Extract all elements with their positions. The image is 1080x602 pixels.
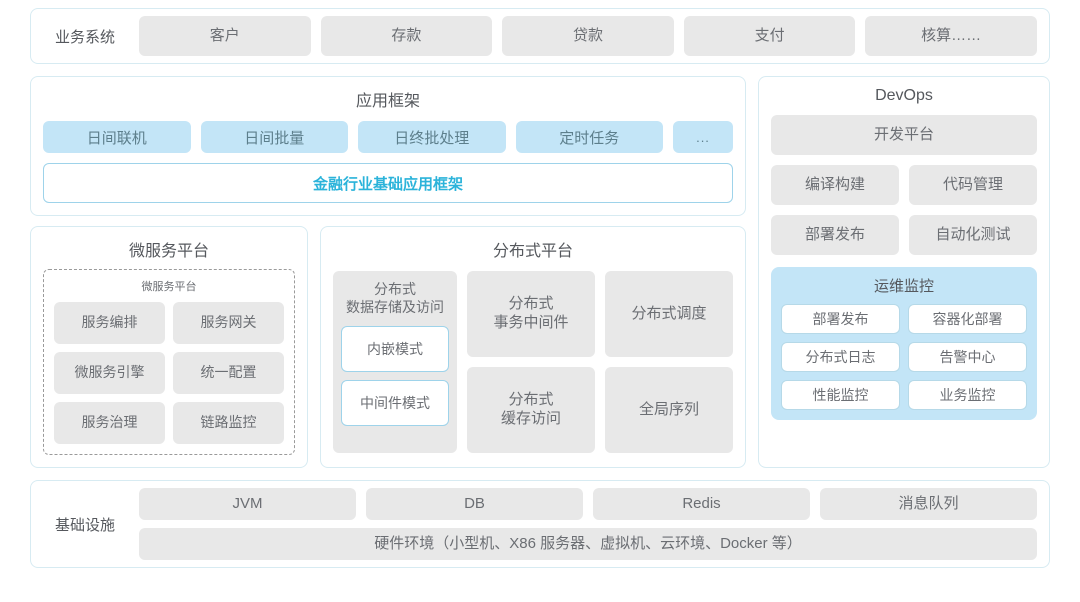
business-system-label: 业务系统 (54, 28, 115, 46)
application-framework-panel: 应用框架 日间联机 日间批量 日终批处理 定时任务 ... 金融行业基础应用框架 (30, 76, 746, 216)
devops-tile-code-management[interactable]: 代码管理 (909, 165, 1037, 205)
distributed-tile-scheduling[interactable]: 分布式调度 (605, 271, 733, 357)
infrastructure-tile-db[interactable]: DB (366, 488, 583, 520)
appfw-tile-daytime-online[interactable]: 日间联机 (43, 121, 191, 153)
microservice-tile-governance[interactable]: 服务治理 (54, 402, 165, 444)
appfw-tile-daytime-batch[interactable]: 日间批量 (200, 121, 348, 153)
microservice-platform-title: 微服务平台 (128, 243, 209, 260)
infrastructure-label: 基础设施 (54, 516, 115, 534)
microservice-inner-box: 微服务平台 服务编排 服务网关 微服务引擎 统一配置 服务治理 链路监控 (43, 269, 295, 455)
microservice-inner-title: 微服务平台 (141, 281, 197, 293)
ops-tile-alert-center[interactable]: 告警中心 (908, 342, 1027, 372)
distributed-middle-column: 分布式 事务中间件 分布式 缓存访问 (467, 271, 595, 453)
distributed-storage-column: 分布式 数据存储及访问 内嵌模式 中间件模式 (333, 271, 457, 453)
business-tile-loan[interactable]: 贷款 (502, 16, 674, 56)
ops-tile-distributed-logging[interactable]: 分布式日志 (781, 342, 900, 372)
platform-column: 应用框架 日间联机 日间批量 日终批处理 定时任务 ... 金融行业基础应用框架… (30, 76, 746, 468)
distributed-right-column: 分布式调度 全局序列 (605, 271, 733, 453)
business-tile-accounting[interactable]: 核算…… (865, 16, 1037, 56)
ops-tile-performance-monitoring[interactable]: 性能监控 (781, 380, 900, 410)
devops-panel: DevOps 开发平台 编译构建 代码管理 部署发布 自动化测试 运维监控 部署… (758, 76, 1050, 468)
lower-platform-row: 微服务平台 微服务平台 服务编排 服务网关 微服务引擎 统一配置 服务治理 链路… (30, 226, 746, 468)
distributed-tile-cache-access[interactable]: 分布式 缓存访问 (467, 367, 595, 453)
distributed-body: 分布式 数据存储及访问 内嵌模式 中间件模式 分布式 事务中间件 分布式 缓存访… (333, 271, 733, 453)
ops-monitoring-box: 运维监控 部署发布 容器化部署 分布式日志 告警中心 性能监控 业务监控 (771, 267, 1037, 420)
business-system-row: 业务系统 客户 存款 贷款 支付 核算…… (30, 8, 1050, 64)
infrastructure-tile-jvm[interactable]: JVM (139, 488, 356, 520)
microservice-tile-trace-monitoring[interactable]: 链路监控 (173, 402, 284, 444)
infrastructure-tile-hardware-environment[interactable]: 硬件环境（小型机、X86 服务器、虚拟机、云环境、Docker 等） (139, 528, 1037, 560)
microservice-tile-gateway[interactable]: 服务网关 (173, 302, 284, 344)
infrastructure-body: JVM DB Redis 消息队列 硬件环境（小型机、X86 服务器、虚拟机、云… (139, 488, 1037, 560)
business-tile-customer[interactable]: 客户 (139, 16, 311, 56)
microservice-item-grid: 服务编排 服务网关 微服务引擎 统一配置 服务治理 链路监控 (54, 302, 284, 444)
business-system-list: 客户 存款 贷款 支付 核算…… (139, 16, 1037, 56)
infrastructure-tile-message-queue[interactable]: 消息队列 (820, 488, 1037, 520)
finance-base-framework-bar[interactable]: 金融行业基础应用框架 (43, 163, 733, 203)
devops-tile-compile-build[interactable]: 编译构建 (771, 165, 899, 205)
ops-tile-business-monitoring[interactable]: 业务监控 (908, 380, 1027, 410)
appfw-tile-more[interactable]: ... (673, 121, 733, 153)
microservice-tile-unified-config[interactable]: 统一配置 (173, 352, 284, 394)
distributed-storage-card[interactable]: 分布式 数据存储及访问 内嵌模式 中间件模式 (333, 271, 457, 453)
microservice-platform-panel: 微服务平台 微服务平台 服务编排 服务网关 微服务引擎 统一配置 服务治理 链路… (30, 226, 308, 468)
middle-area: 应用框架 日间联机 日间批量 日终批处理 定时任务 ... 金融行业基础应用框架… (30, 76, 1050, 468)
infrastructure-row: 基础设施 JVM DB Redis 消息队列 硬件环境（小型机、X86 服务器、… (30, 480, 1050, 568)
distributed-tile-transaction-middleware[interactable]: 分布式 事务中间件 (467, 271, 595, 357)
storage-mode-middleware[interactable]: 中间件模式 (341, 380, 449, 426)
distributed-storage-title: 分布式 数据存储及访问 (346, 281, 444, 315)
appfw-tile-scheduled-task[interactable]: 定时任务 (515, 121, 663, 153)
ops-monitoring-title: 运维监控 (873, 278, 934, 295)
distributed-platform-panel: 分布式平台 分布式 数据存储及访问 内嵌模式 中间件模式 分布式 事务中间件 分… (320, 226, 746, 468)
devops-item-grid: 编译构建 代码管理 部署发布 自动化测试 (771, 165, 1037, 255)
business-tile-payment[interactable]: 支付 (683, 16, 856, 56)
ops-tile-deploy-release[interactable]: 部署发布 (781, 304, 900, 334)
application-framework-title: 应用框架 (355, 93, 420, 110)
ops-monitoring-grid: 部署发布 容器化部署 分布式日志 告警中心 性能监控 业务监控 (781, 304, 1027, 410)
ops-tile-containerized-deploy[interactable]: 容器化部署 (908, 304, 1027, 334)
distributed-platform-title: 分布式平台 (492, 243, 573, 260)
storage-mode-embedded[interactable]: 内嵌模式 (341, 326, 449, 372)
microservice-tile-engine[interactable]: 微服务引擎 (54, 352, 165, 394)
distributed-tile-global-sequence[interactable]: 全局序列 (605, 367, 733, 453)
microservice-tile-orchestration[interactable]: 服务编排 (54, 302, 165, 344)
infrastructure-tile-redis[interactable]: Redis (593, 488, 810, 520)
devops-tile-dev-platform[interactable]: 开发平台 (771, 115, 1037, 155)
business-tile-deposit[interactable]: 存款 (320, 16, 493, 56)
devops-tile-automated-testing[interactable]: 自动化测试 (909, 215, 1037, 255)
infrastructure-item-list: JVM DB Redis 消息队列 (139, 488, 1037, 520)
devops-tile-deploy-release[interactable]: 部署发布 (771, 215, 899, 255)
devops-title: DevOps (875, 87, 933, 104)
application-framework-items: 日间联机 日间批量 日终批处理 定时任务 ... (43, 121, 733, 153)
appfw-tile-eod-batch[interactable]: 日终批处理 (358, 121, 506, 153)
